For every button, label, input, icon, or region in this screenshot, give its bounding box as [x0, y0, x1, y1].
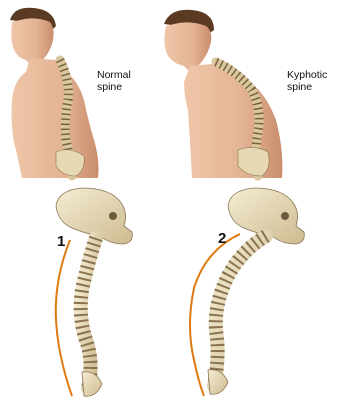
label-kyphotic-line2: spine — [287, 81, 312, 93]
torso — [12, 58, 99, 178]
label-normal-line1: Normal — [97, 69, 131, 81]
label-normal-line2: spine — [97, 81, 122, 93]
normal-torso-figure: Normal spine — [10, 8, 131, 178]
sacrum — [208, 370, 228, 395]
label-kyphotic-line1: Kyphotic — [287, 69, 327, 81]
marker-1: 1 — [57, 233, 65, 250]
curvature-line — [56, 240, 72, 396]
eye-socket — [281, 212, 289, 220]
head — [11, 18, 53, 64]
eye-socket — [109, 212, 117, 220]
marker-2: 2 — [218, 230, 226, 247]
kyphotic-skeleton-spine: 2 — [190, 188, 304, 396]
sacrum — [82, 372, 102, 397]
kyphotic-torso-figure: Kyphotic spine — [164, 10, 327, 178]
head — [164, 22, 211, 70]
normal-skeleton-spine: 1 — [56, 188, 133, 396]
